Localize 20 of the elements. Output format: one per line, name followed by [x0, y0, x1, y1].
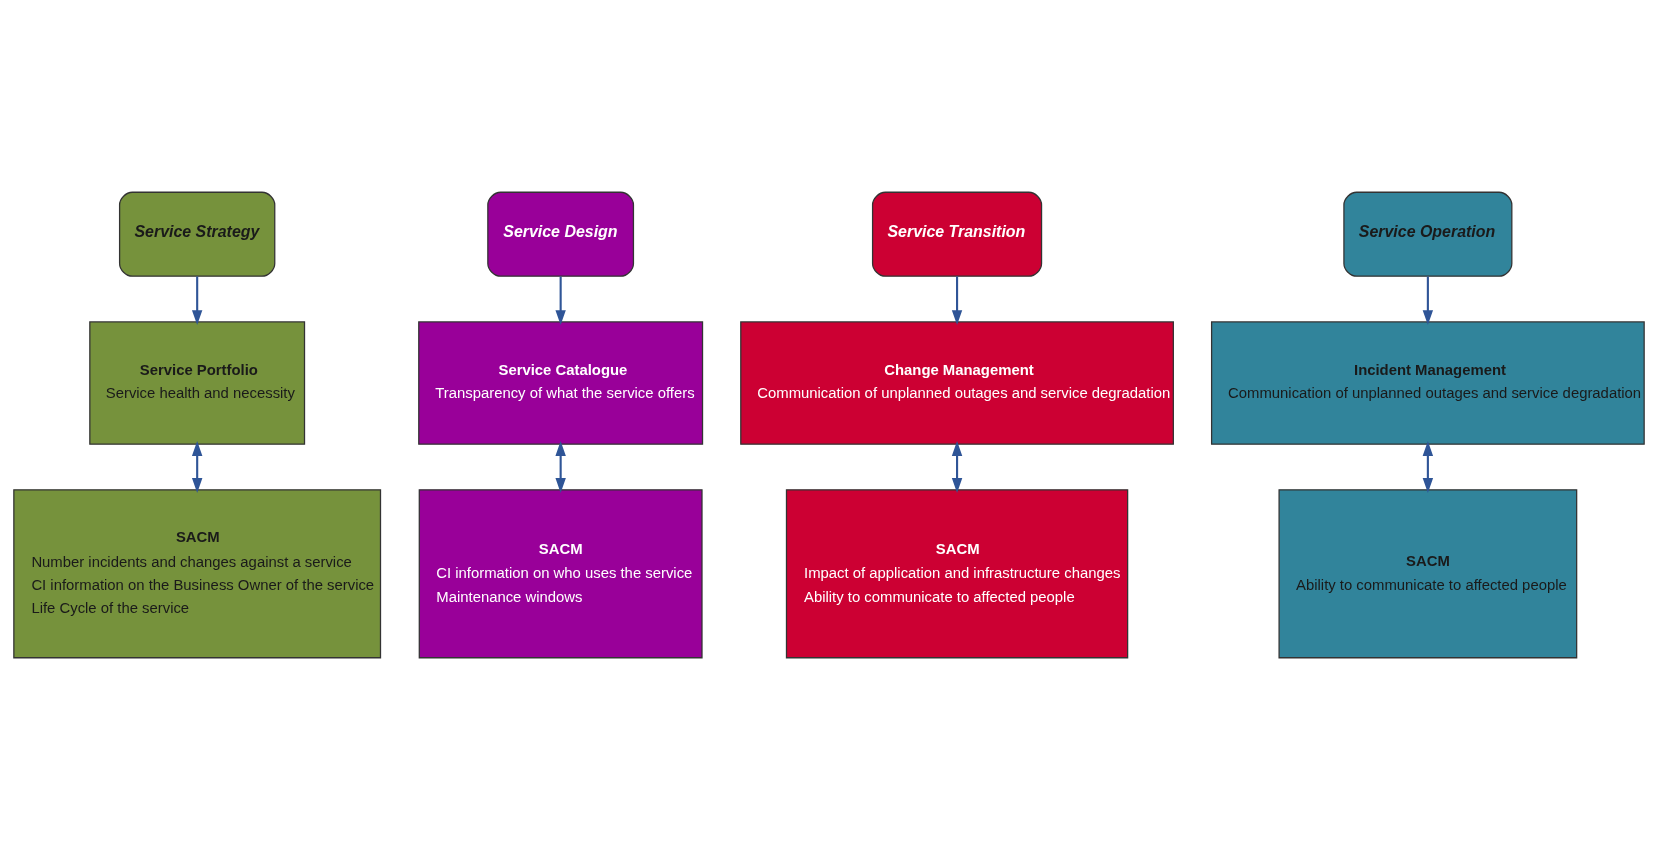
arrow: [191, 276, 203, 326]
node-box: Service Strategy: [118, 191, 276, 277]
arrow: [191, 441, 203, 493]
node-box: Service Catalogue Transparency of what the service offers: [418, 321, 704, 445]
arrow: [555, 441, 566, 493]
arrow: [1422, 441, 1434, 493]
node-box: Service Operation: [1343, 191, 1513, 277]
node-box: SACM CI information on who uses the service Maintenance windows: [418, 489, 703, 659]
node-box: SACM Ability to communicate to affected people: [1278, 489, 1578, 659]
node-box: Service Transition: [871, 191, 1043, 277]
node-box: SACM Impact of application and infrastructure changes Ability to communicate to affected people: [785, 489, 1129, 659]
arrow: [555, 276, 566, 326]
node-box: Incident Management Communication of unplanned outages and service degradation: [1210, 321, 1645, 445]
arrow: [951, 441, 963, 493]
node-box: SACM Number incidents and changes against a service CI information on the Business Owner of the service Life Cycle of the service: [13, 489, 382, 659]
node-box: Service Design: [487, 191, 635, 277]
arrow: [1422, 276, 1434, 326]
arrow: [951, 276, 963, 326]
node-box: Change Management Communication of unplanned outages and service degradation: [740, 321, 1174, 445]
node-box: Service Portfolio Service health and necessity: [89, 321, 306, 445]
